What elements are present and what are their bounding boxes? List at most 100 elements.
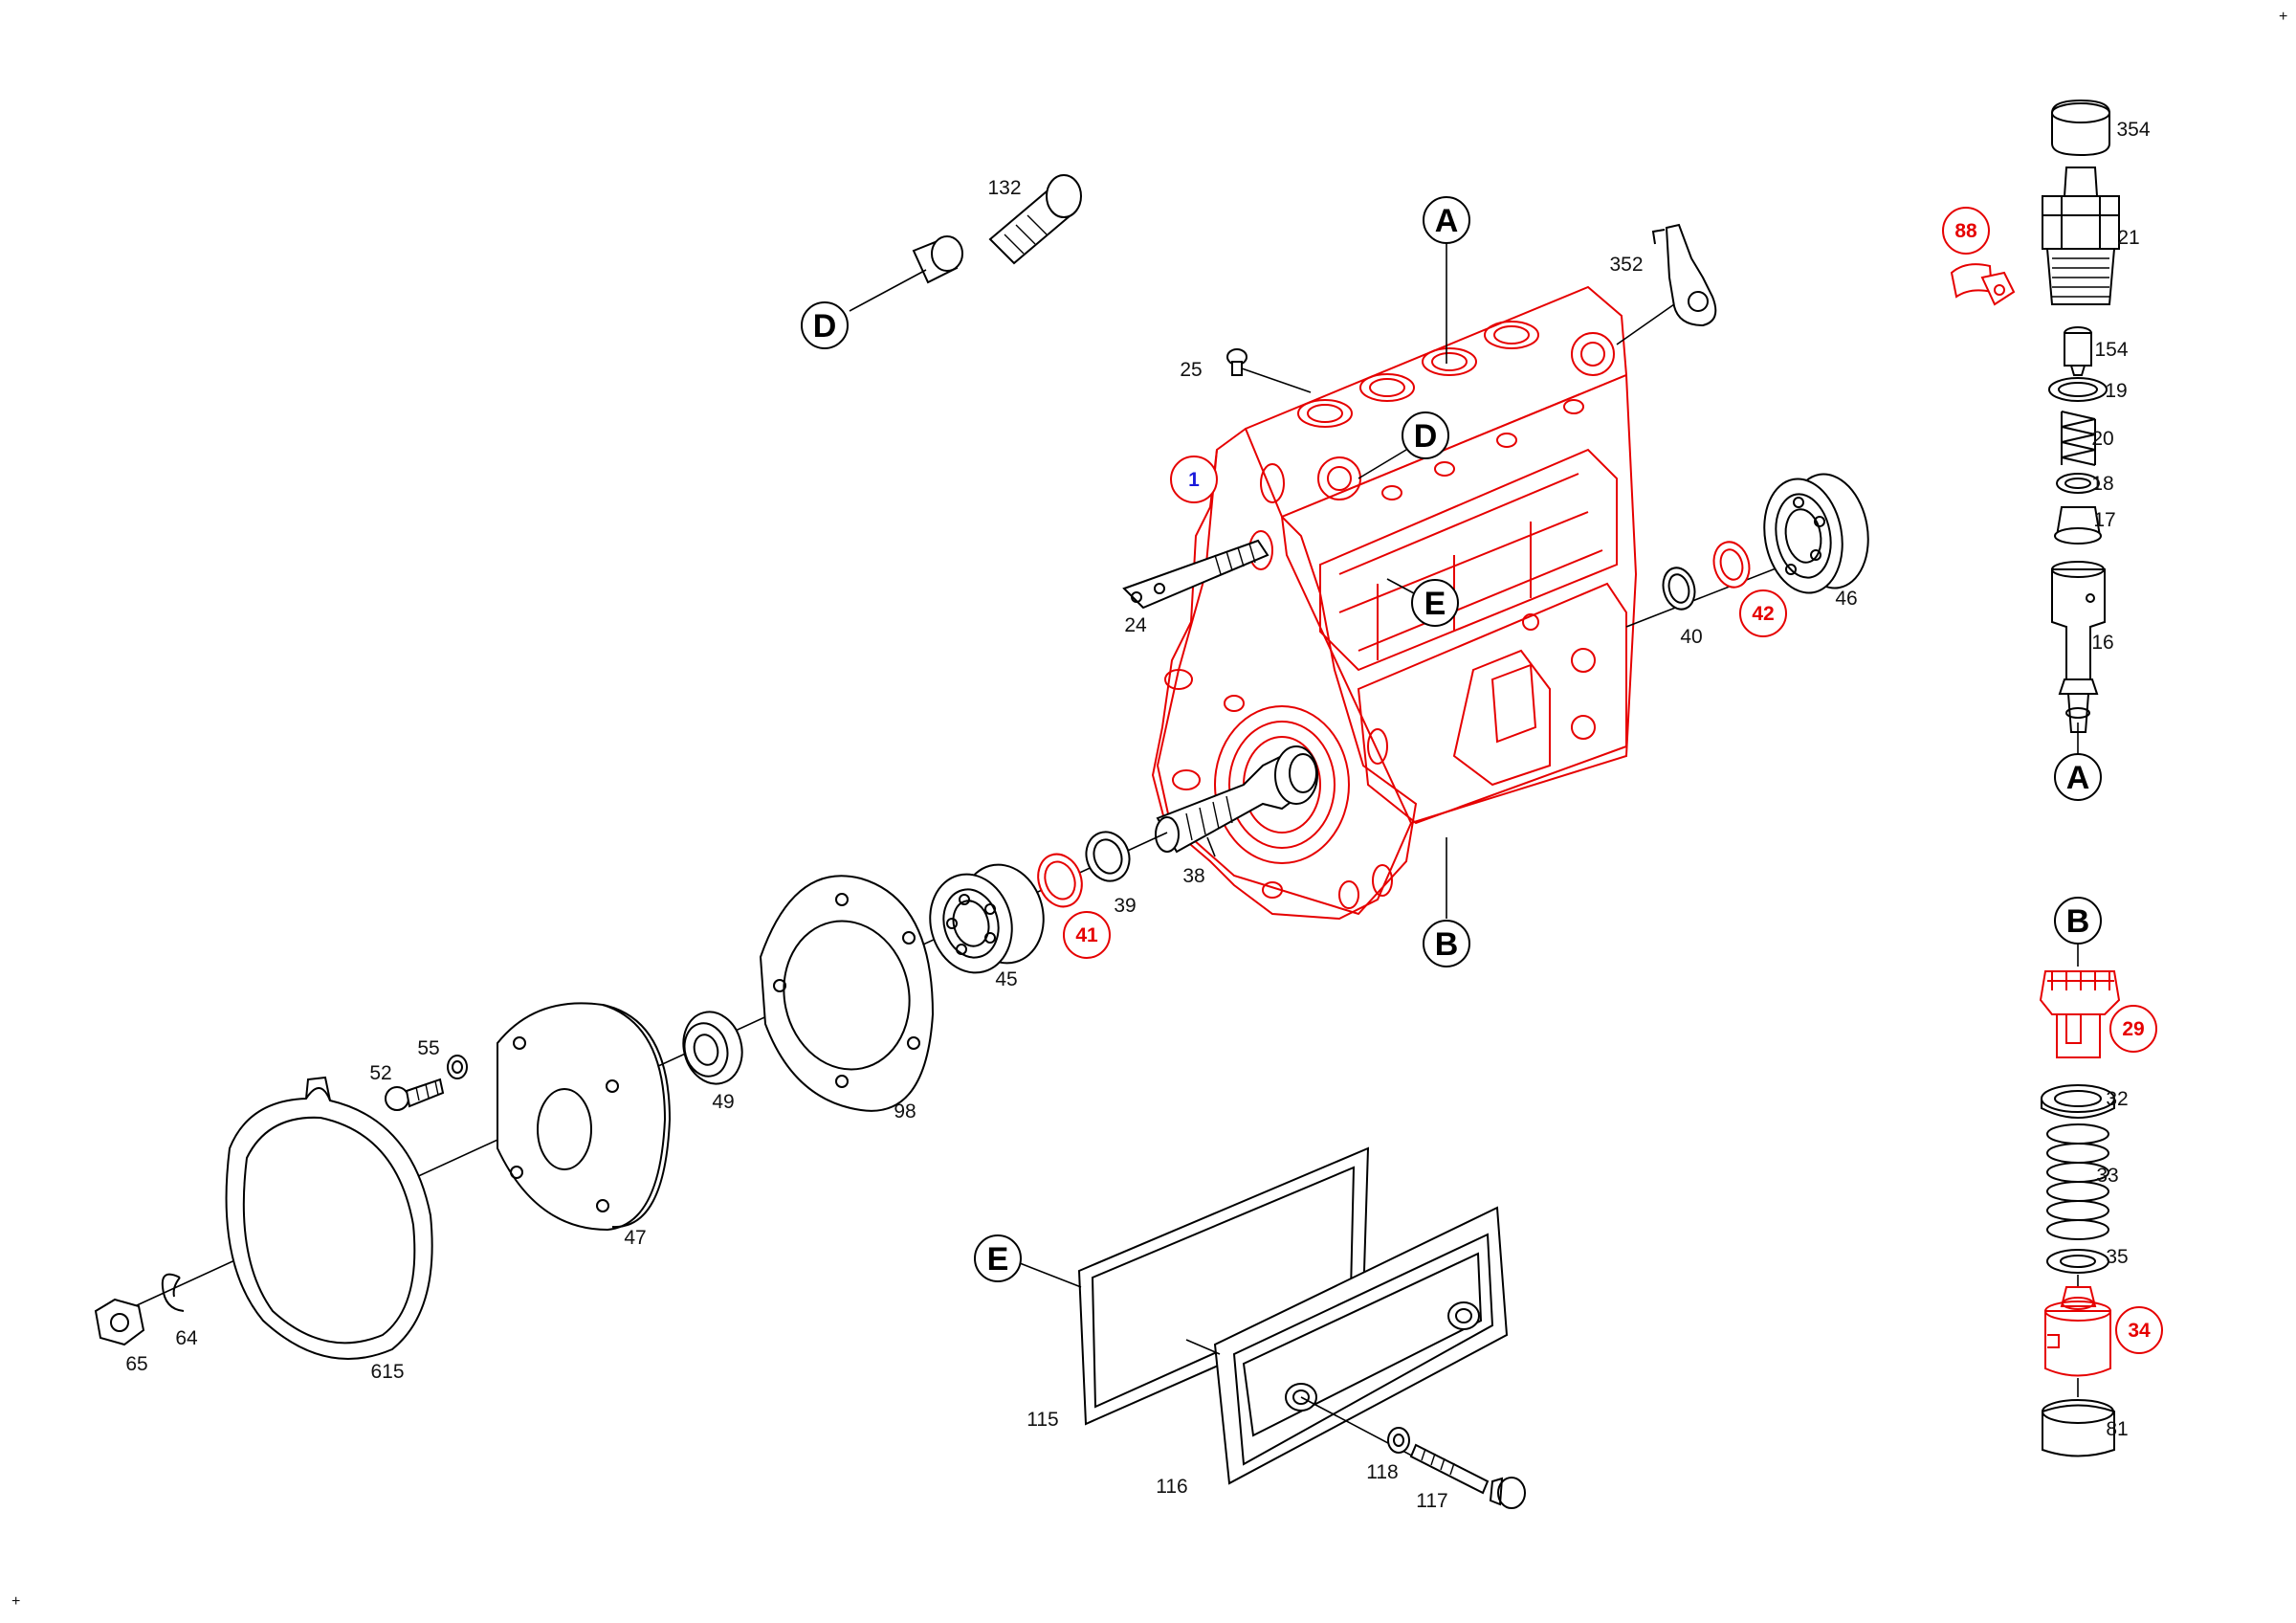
washer-55[interactable] [447, 1055, 468, 1079]
part-number: 615 [370, 1361, 404, 1383]
shaft-seal-49[interactable] [675, 1006, 750, 1091]
part-label-25: 25 [1180, 359, 1202, 381]
spring-seat-32[interactable] [2041, 1084, 2115, 1119]
part-label-35: 35 [2106, 1246, 2128, 1268]
roller-81[interactable] [2042, 1399, 2115, 1457]
gasket-98[interactable] [759, 875, 935, 1112]
part-label-81: 81 [2106, 1418, 2128, 1440]
camshaft[interactable] [1155, 745, 1318, 854]
washer-18[interactable] [2056, 473, 2100, 494]
cover-plate-116[interactable] [1213, 1206, 1509, 1485]
part-label-64: 64 [175, 1327, 198, 1349]
ref-letter-e-housing: E [1424, 586, 1446, 622]
part-number: 18 [2091, 473, 2113, 495]
barrel-16[interactable] [2051, 561, 2106, 733]
valve-154[interactable] [2064, 326, 2092, 376]
part-number: 352 [1609, 254, 1643, 276]
part-number: 115 [1027, 1409, 1058, 1431]
ref-circle-e-detail: E [974, 1234, 1022, 1282]
part-label-20: 20 [2091, 428, 2113, 450]
nut-65[interactable] [94, 1298, 145, 1346]
part-label-42: 42 [1739, 589, 1787, 637]
part-label-65: 65 [125, 1353, 147, 1375]
part-number: 354 [2116, 119, 2150, 141]
valve-holder-21[interactable] [2042, 167, 2120, 305]
ref-letter-b-column: B [2066, 903, 2090, 940]
screw-25[interactable] [1226, 348, 1247, 376]
part-label-40: 40 [1680, 626, 1702, 648]
o-ring-40[interactable] [1659, 565, 1699, 613]
part-label-34: 34 [2115, 1306, 2163, 1354]
part-number: 132 [987, 177, 1021, 199]
part-label-19: 19 [2105, 380, 2127, 402]
ref-circle-a-bottom: A [2054, 753, 2102, 801]
part-label-615: 615 [370, 1361, 404, 1383]
o-ring-39[interactable] [1079, 826, 1136, 887]
ref-circle-a-top: A [1423, 196, 1470, 244]
part-number: 52 [369, 1062, 391, 1084]
washer-118[interactable] [1387, 1427, 1410, 1454]
part-number: 81 [2106, 1418, 2128, 1440]
highlight-circle [2115, 1306, 2163, 1354]
part-label-118: 118 [1366, 1461, 1398, 1483]
highlight-circle [1942, 207, 1990, 255]
part-label-38: 38 [1182, 865, 1204, 887]
ref-letter-a-bottom: A [2066, 760, 2090, 796]
part-label-45: 45 [995, 968, 1017, 990]
part-label-98: 98 [894, 1101, 916, 1123]
lever-352[interactable] [1651, 223, 1717, 327]
part-number: 21 [2117, 227, 2139, 249]
ref-letter-b-housing: B [1435, 926, 1459, 963]
part-number: 64 [175, 1327, 198, 1349]
retainer-88[interactable] [1950, 263, 2016, 306]
corner-mark-bottom-left: + [11, 1593, 20, 1610]
flange-47[interactable] [497, 1002, 672, 1232]
spring-seat-35[interactable] [2046, 1249, 2109, 1274]
part-number: 19 [2105, 380, 2127, 402]
part-number: 47 [624, 1227, 646, 1249]
part-number: 20 [2091, 428, 2113, 450]
part-label-47: 47 [624, 1227, 646, 1249]
part-number: 29 [2122, 1018, 2144, 1040]
part-label-18: 18 [2091, 473, 2113, 495]
part-label-55: 55 [417, 1037, 439, 1059]
seal-ring-42[interactable] [1709, 538, 1754, 591]
control-rack[interactable] [1122, 539, 1269, 610]
highlight-circle [1739, 589, 1787, 637]
spring-20[interactable] [2061, 411, 2096, 466]
ref-letter-d-detail: D [813, 308, 837, 345]
ball-bearing-46[interactable] [1755, 468, 1877, 599]
part-label-29: 29 [2109, 1005, 2157, 1053]
part-label-352: 352 [1609, 254, 1643, 276]
part-number: 49 [712, 1091, 734, 1113]
leader-lines [849, 239, 2079, 1288]
part-label-41: 41 [1063, 911, 1111, 959]
seal-ring-41[interactable] [1031, 848, 1089, 913]
tappet-34[interactable] [2044, 1286, 2111, 1377]
ref-letter-d-housing: D [1414, 418, 1438, 455]
part-number: 42 [1752, 603, 1774, 625]
part-label-24: 24 [1124, 614, 1147, 636]
part-number: 38 [1182, 865, 1204, 887]
plunger-spring-33[interactable] [2046, 1123, 2109, 1240]
ref-circle-e-housing: E [1411, 579, 1459, 627]
control-sleeve-29[interactable] [2039, 970, 2121, 1058]
highlight-circle [1063, 911, 1111, 959]
ref-circle-b-column: B [2054, 897, 2102, 945]
cap-354[interactable] [2051, 99, 2110, 157]
part-label-115: 115 [1027, 1409, 1058, 1431]
washer-19[interactable] [2048, 377, 2108, 402]
part-label-88: 88 [1942, 207, 1990, 255]
screw-117[interactable] [1409, 1443, 1526, 1509]
part-label-132: 132 [987, 177, 1021, 199]
cover-ring-615[interactable] [225, 1076, 433, 1360]
part-label-33: 33 [2096, 1165, 2118, 1187]
part-label-17: 17 [2093, 509, 2115, 531]
ref-circle-d-detail: D [801, 301, 849, 349]
circlip-64[interactable] [161, 1273, 185, 1312]
screw-52[interactable] [385, 1078, 445, 1111]
ball-bearing-45[interactable] [919, 856, 1054, 982]
valve-seat-17[interactable] [2054, 506, 2102, 545]
part-label-354: 354 [2116, 119, 2150, 141]
